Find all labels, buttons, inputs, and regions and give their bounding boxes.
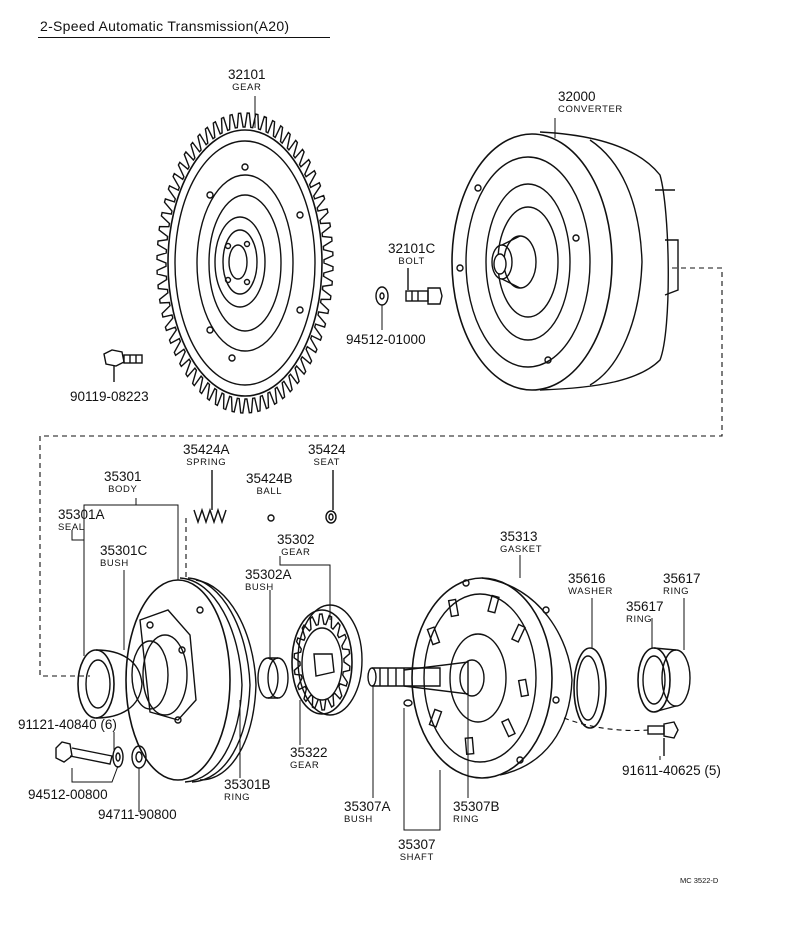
part-number: 35307: [398, 837, 436, 852]
part-name: RING: [453, 813, 480, 825]
part-number: 35307A: [344, 799, 391, 814]
alignment-dashed-lines: [39, 267, 723, 732]
diagram-title: 2-Speed Automatic Transmission(A20): [40, 18, 290, 34]
cover-bolt-drawing: [647, 721, 679, 756]
part-name: BUSH: [344, 813, 373, 825]
label-35307: 35307 SHAFT: [398, 838, 436, 862]
part-number: 32101: [228, 67, 266, 82]
part-name: BOLT: [398, 255, 425, 267]
part-number: 35617: [626, 599, 664, 614]
part-name: CONVERTER: [558, 103, 623, 115]
pump-cover-drawing: [411, 577, 573, 779]
pump-gears-drawing: [257, 604, 363, 716]
flywheel-bolt-drawing: [103, 349, 143, 382]
label-35301a: 35301A SEAL: [58, 508, 105, 532]
part-name: GEAR: [281, 546, 311, 558]
ring-gear-teeth: [156, 112, 334, 414]
label-91121: 91121-40840 (6): [18, 718, 117, 732]
gear-teeth-outline: [156, 112, 334, 414]
part-number: 35301C: [100, 543, 148, 558]
part-number: 35424A: [183, 442, 230, 457]
part-number: 94512-00800: [28, 787, 108, 802]
label-90119: 90119-08223: [70, 390, 149, 404]
part-number: 35617: [663, 571, 701, 586]
part-name: RING: [663, 585, 690, 597]
part-name: GEAR: [290, 759, 320, 771]
label-35617-mid: 35617 RING: [626, 600, 664, 624]
drawing-code: MC 3522-D: [680, 876, 719, 885]
label-35313: 35313 GASKET: [500, 530, 542, 554]
part-number: 35301A: [58, 507, 105, 522]
label-35307b: 35307B RING: [453, 800, 500, 824]
part-name: WASHER: [568, 585, 613, 597]
part-name: SEAL: [58, 521, 85, 533]
label-35301b: 35301B RING: [224, 778, 271, 802]
part-name: GEAR: [232, 81, 262, 93]
part-number: 91121-40840 (6): [18, 717, 117, 732]
label-35322: 35322 GEAR: [290, 746, 328, 770]
washer-rings-drawing: [573, 647, 691, 729]
part-name: BUSH: [100, 557, 129, 569]
part-name: RING: [224, 791, 251, 803]
label-94512-01000: 94512-01000: [346, 333, 426, 347]
part-number: 35307B: [453, 799, 500, 814]
part-name: RING: [626, 613, 653, 625]
part-number: 35302A: [245, 567, 292, 582]
label-35617-top: 35617 RING: [663, 572, 701, 596]
title-underline: [38, 37, 330, 38]
label-35302a: 35302A BUSH: [245, 568, 292, 592]
part-number: 35322: [290, 745, 328, 760]
part-number: 90119-08223: [70, 389, 149, 404]
part-name: SHAFT: [399, 851, 434, 863]
flywheel-gear-drawing: [156, 112, 334, 414]
label-35424a: 35424A SPRING: [183, 443, 230, 467]
part-name: BUSH: [245, 581, 274, 593]
pump-bolt-drawing: [55, 741, 147, 769]
part-name: SPRING: [186, 456, 227, 468]
label-35301: 35301 BODY: [104, 470, 142, 494]
label-32101c: 32101C BOLT: [388, 242, 435, 266]
part-number: 94512-01000: [346, 332, 426, 347]
label-32000: 32000 CONVERTER: [558, 90, 623, 114]
part-number: 32000: [558, 89, 596, 104]
part-number: 91611-40625 (5): [622, 763, 721, 778]
part-number: 35301: [104, 469, 142, 484]
label-35616: 35616 WASHER: [568, 572, 613, 596]
part-name: SEAT: [313, 456, 341, 468]
pump-body-drawing: [77, 577, 257, 783]
part-number: 35302: [277, 532, 315, 547]
part-number: 35301B: [224, 777, 271, 792]
label-35424b: 35424B BALL: [246, 472, 293, 496]
label-91611: 91611-40625 (5): [622, 764, 721, 778]
label-35301c: 35301C BUSH: [100, 544, 147, 568]
label-35302: 35302 GEAR: [277, 533, 315, 557]
part-number: 35424: [308, 442, 346, 457]
part-number: 94711-90800: [98, 807, 177, 822]
label-32101: 32101 GEAR: [228, 68, 266, 92]
label-35424: 35424 SEAT: [308, 443, 346, 467]
leader-lines: [71, 96, 685, 831]
part-name: BALL: [256, 485, 283, 497]
check-valve-parts-drawing: [193, 470, 337, 525]
part-number: 35313: [500, 529, 538, 544]
part-number: 35616: [568, 571, 606, 586]
label-35307a: 35307A BUSH: [344, 800, 391, 824]
part-name: GASKET: [500, 543, 543, 555]
part-number: 35424B: [246, 471, 293, 486]
converter-bolt-drawing: [375, 268, 443, 306]
part-name: BODY: [108, 483, 138, 495]
label-94512-00800: 94512-00800: [28, 788, 108, 802]
stator-shaft-drawing: [367, 659, 485, 707]
torque-converter-drawing: [451, 131, 679, 391]
part-number: 32101C: [388, 241, 436, 256]
label-94711: 94711-90800: [98, 808, 177, 822]
